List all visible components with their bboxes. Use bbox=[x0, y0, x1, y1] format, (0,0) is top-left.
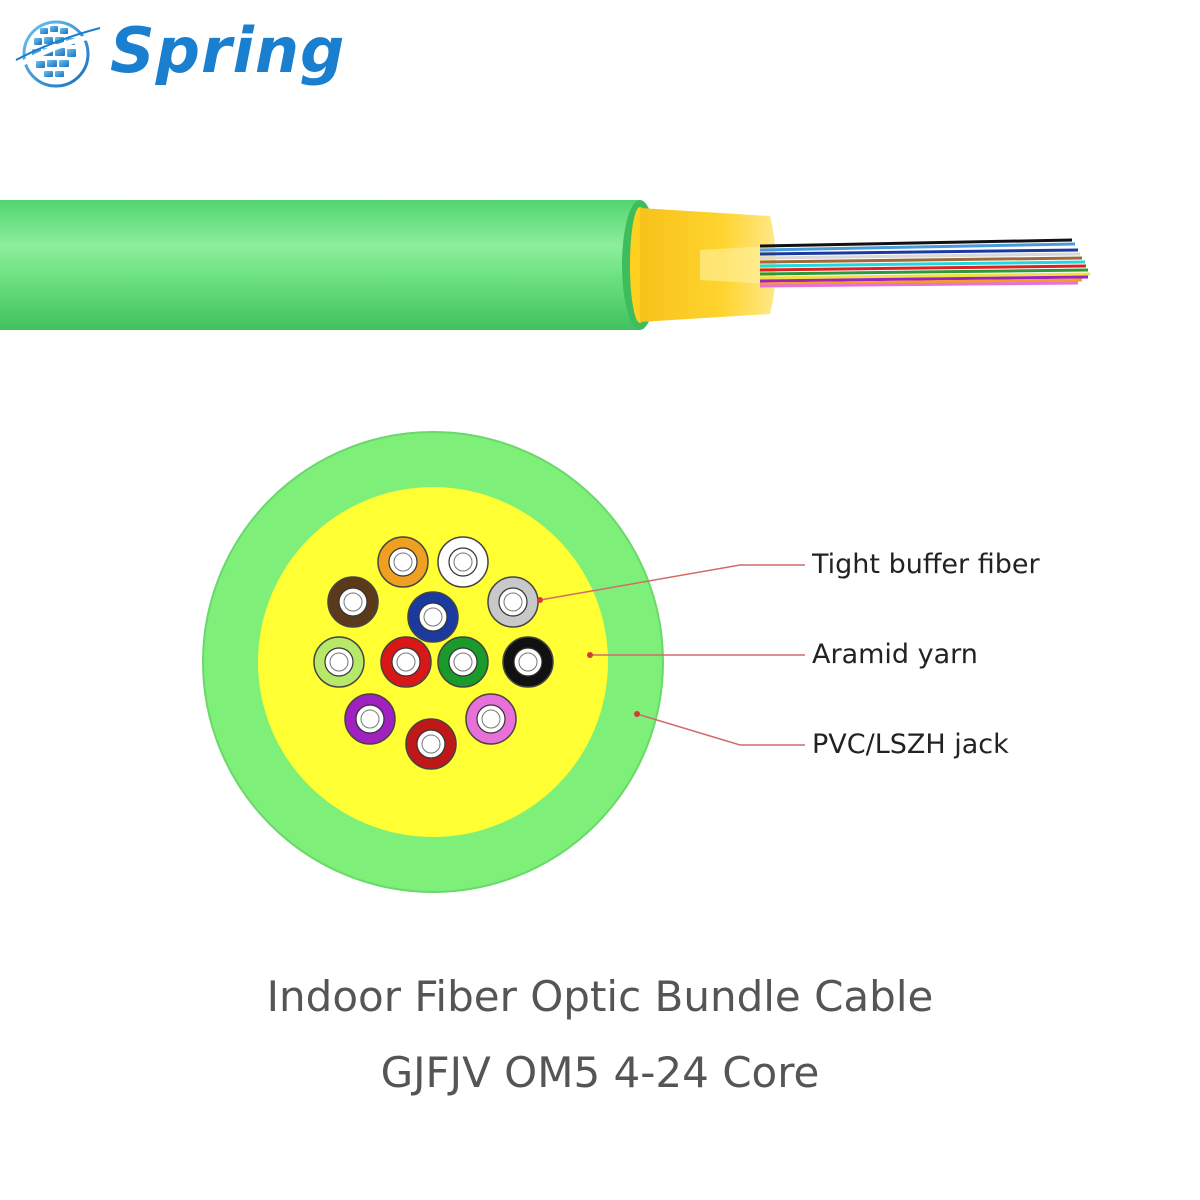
fiber-green bbox=[437, 636, 489, 688]
cable-side-view bbox=[0, 200, 1091, 330]
jacket-marker bbox=[634, 711, 640, 717]
tight-buffer-fibers bbox=[313, 536, 554, 770]
cable-cross-section bbox=[202, 431, 805, 893]
fiber-rose bbox=[465, 693, 517, 745]
brand-name: Spring bbox=[110, 14, 346, 87]
fiber-red bbox=[380, 636, 432, 688]
caption-title: Indoor Fiber Optic Bundle Cable bbox=[266, 972, 934, 1021]
label-aramid-yarn: Aramid yarn bbox=[812, 639, 978, 670]
aramid-marker bbox=[587, 652, 593, 658]
aramid-layer bbox=[258, 487, 608, 837]
caption-subtitle: GJFJV OM5 4-24 Core bbox=[380, 1048, 820, 1097]
brand-logo: Spring bbox=[14, 14, 344, 94]
label-tight-buffer-fiber: Tight buffer fiber bbox=[812, 549, 1040, 580]
fiber-blue bbox=[407, 591, 459, 643]
fiber-lime bbox=[313, 636, 365, 688]
fiber-white bbox=[437, 536, 489, 588]
fiber-brown bbox=[327, 576, 379, 628]
globe-icon bbox=[15, 20, 103, 88]
fiber-violet bbox=[344, 693, 396, 745]
label-jacket: PVC/LSZH jack bbox=[812, 729, 1009, 760]
fiber-black bbox=[502, 636, 554, 688]
aramid-yarn-bundle bbox=[640, 208, 776, 322]
tight-buffer-marker bbox=[537, 597, 543, 603]
fiber-slate bbox=[487, 576, 539, 628]
leader-lines bbox=[539, 564, 805, 746]
fiber-orange bbox=[377, 536, 429, 588]
exposed-fibers bbox=[759, 238, 1091, 288]
outer-jacket bbox=[0, 200, 658, 330]
fiber-dark-red bbox=[405, 718, 457, 770]
